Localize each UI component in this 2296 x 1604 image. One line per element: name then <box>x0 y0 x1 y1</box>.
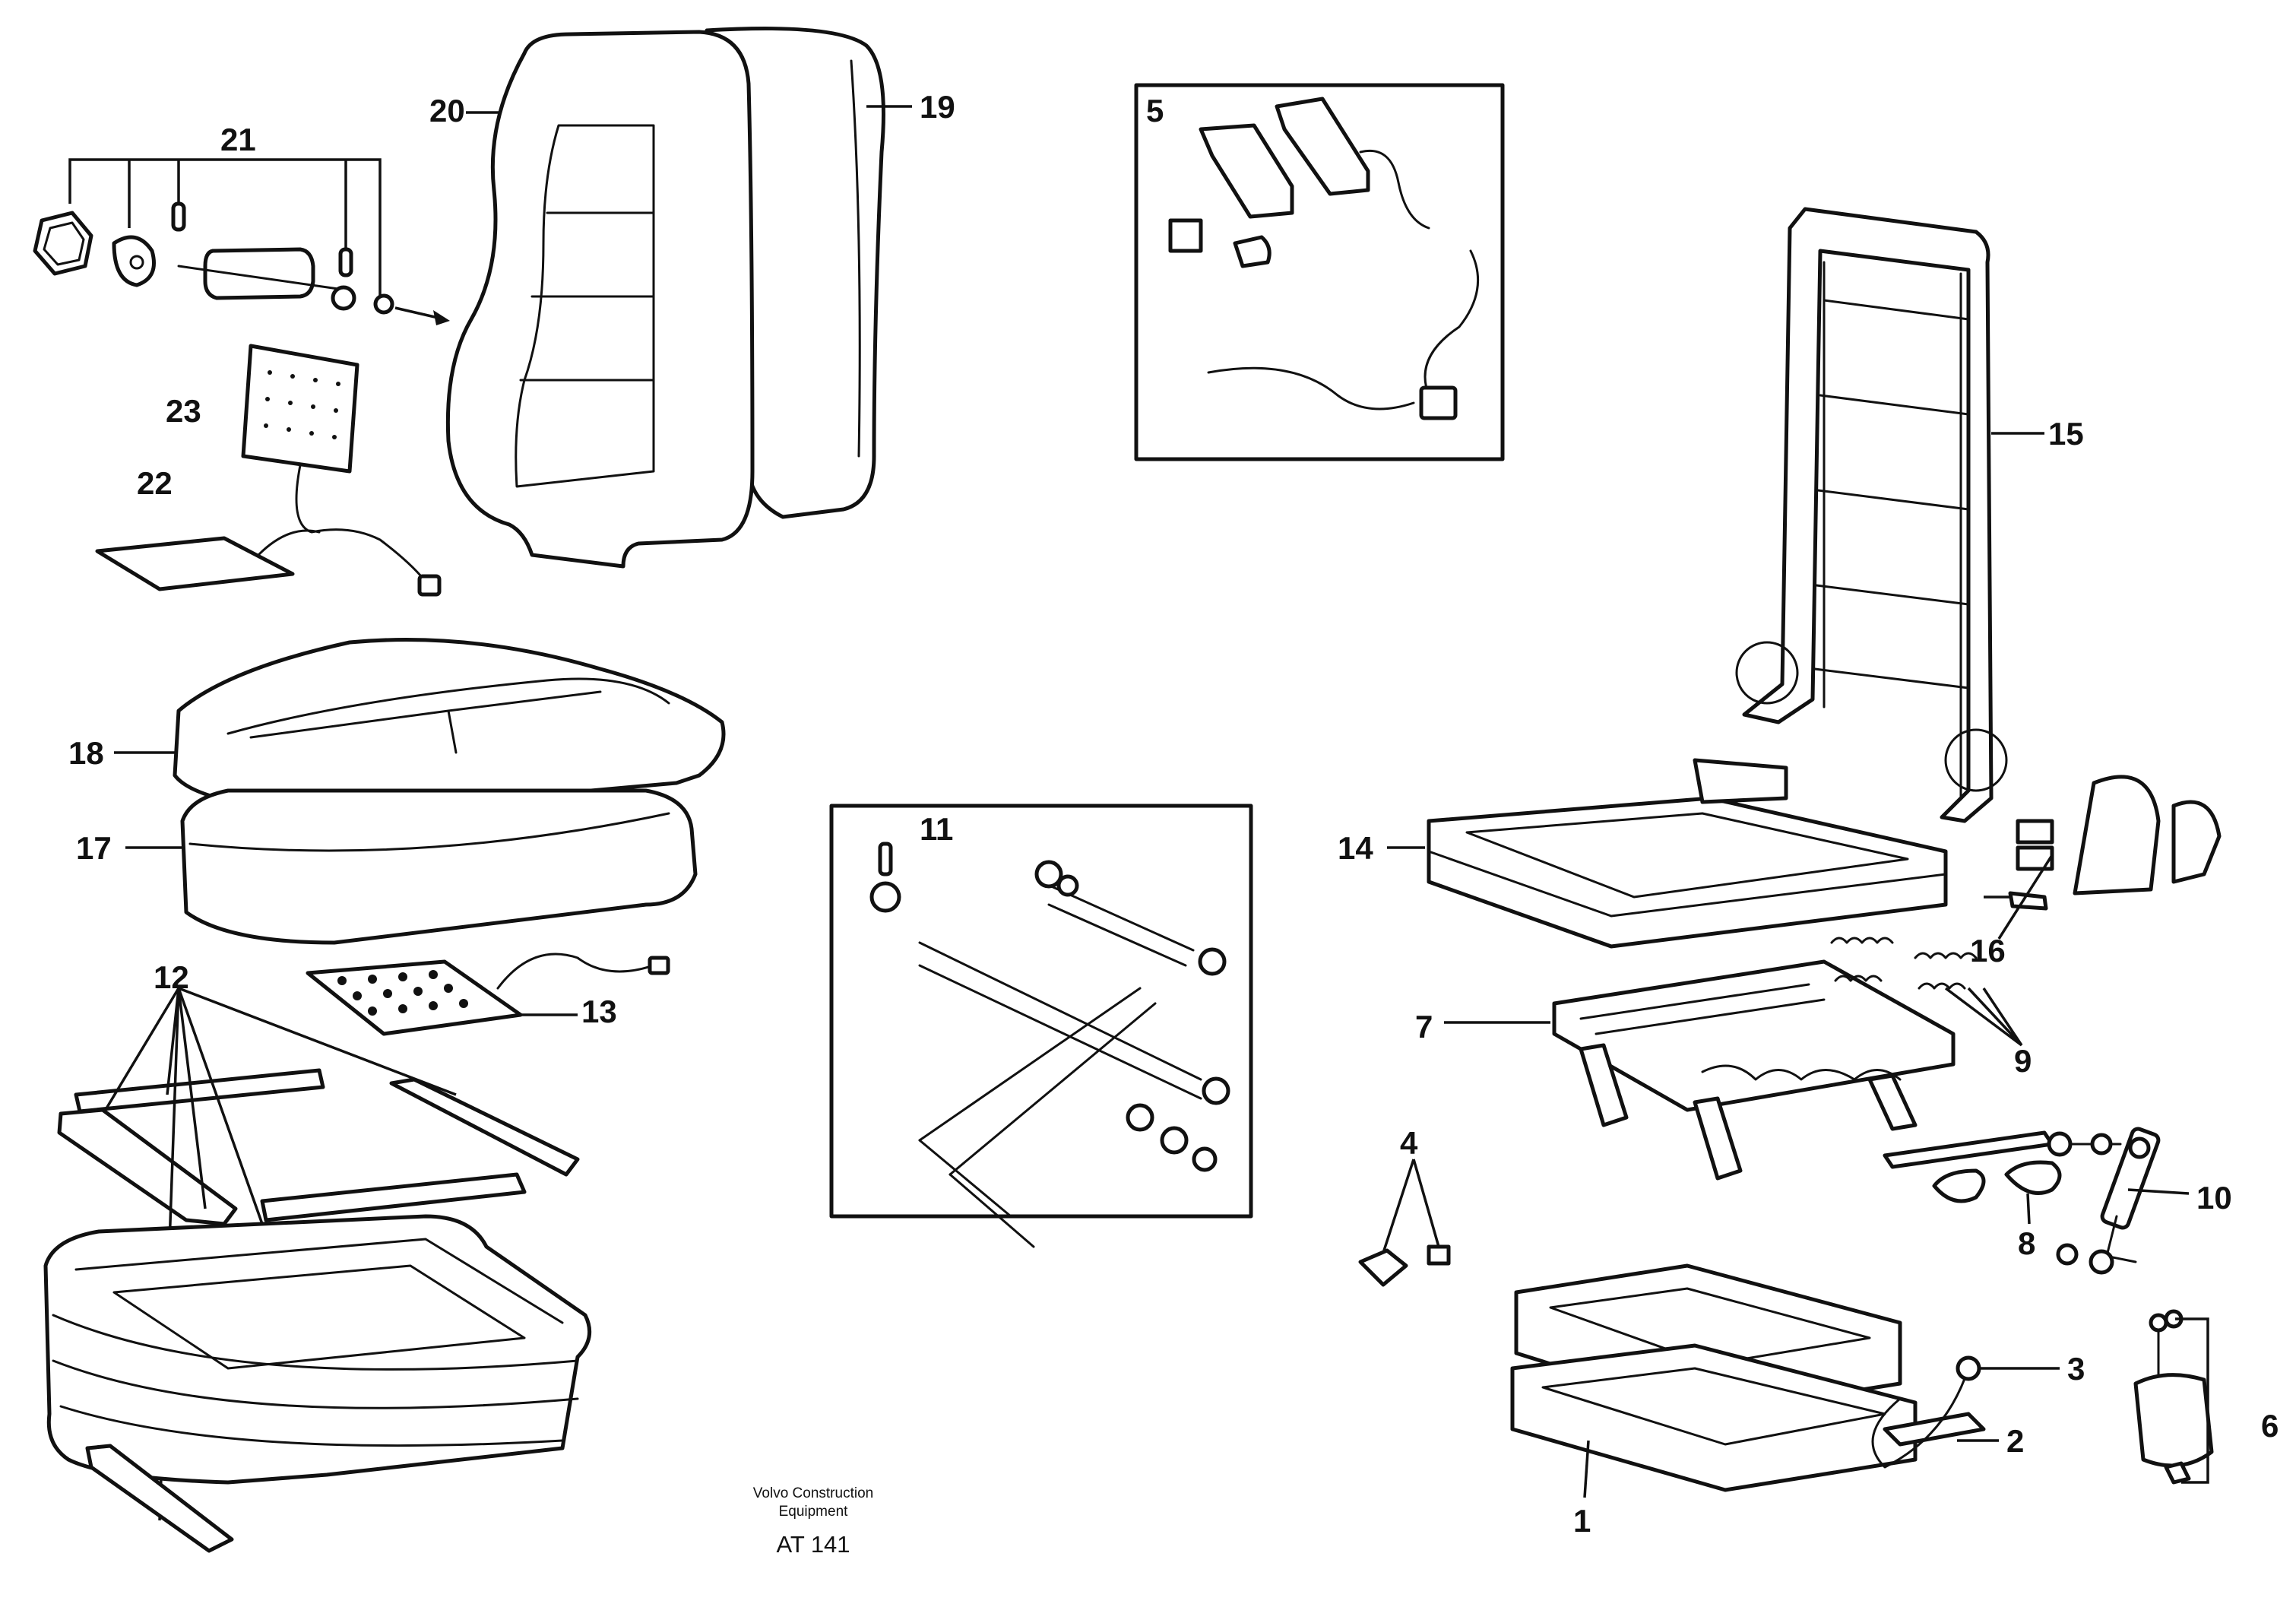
part-6-bumper <box>2133 1309 2214 1485</box>
callout-14: 14 <box>1338 830 1373 866</box>
part-17-seat-foam <box>180 788 698 945</box>
callout-13: 13 <box>581 994 617 1029</box>
callout-3: 3 <box>2067 1351 2085 1387</box>
callout-4: 4 <box>1400 1125 1418 1161</box>
callout-6: 6 <box>2261 1408 2279 1444</box>
callout-7: 7 <box>1415 1009 1433 1045</box>
part-7-suspension-scissor <box>1552 959 1956 1181</box>
part-12-rails-and-bellows <box>43 987 592 1553</box>
callout-22: 22 <box>137 465 173 501</box>
part-21-bushing-set <box>33 158 450 325</box>
callout-2: 2 <box>2006 1423 2024 1459</box>
company-name-line2: Equipment <box>779 1504 849 1520</box>
part-23-heating-pad <box>241 344 442 597</box>
part-16-hinge-covers <box>1984 775 2222 940</box>
callout-8: 8 <box>2018 1225 2035 1261</box>
part-10-shock-absorber <box>2047 1127 2190 1275</box>
part-9-springs <box>1830 937 2023 1047</box>
callout-10: 10 <box>2196 1180 2232 1216</box>
callout-12: 12 <box>154 959 189 995</box>
company-name-line1: Volvo Construction <box>753 1485 873 1501</box>
part-11-scissor-link-kit <box>829 804 1253 1248</box>
callout-21: 21 <box>220 122 256 157</box>
callout-18: 18 <box>68 735 104 771</box>
part-22-heating-mat <box>95 529 321 591</box>
callout-20: 20 <box>429 93 465 128</box>
part-3-release-cable <box>1871 1355 2060 1469</box>
part-13-sensor-pad <box>306 953 670 1036</box>
part-18-seat-cushion <box>173 638 726 816</box>
callout-23: 23 <box>166 393 201 429</box>
callout-labels: 20 19 21 23 22 18 17 13 12 5 11 15 14 16… <box>68 89 2279 1539</box>
callout-17: 17 <box>76 830 112 866</box>
part-1-slide-base <box>1510 1263 1918 1498</box>
part-14-seat-frame <box>1427 758 1948 949</box>
callout-5: 5 <box>1146 93 1164 128</box>
callout-19: 19 <box>920 89 955 125</box>
footer-caption: Volvo Construction Equipment AT 141 <box>753 1485 873 1558</box>
callout-11: 11 <box>920 811 953 847</box>
part-4-clips <box>1358 1159 1451 1287</box>
callout-1: 1 <box>1573 1503 1591 1539</box>
part-5-electrical-kit <box>1134 83 1505 461</box>
callout-9: 9 <box>2014 1043 2032 1079</box>
part-20-backrest-cushion <box>445 30 755 569</box>
illustration-code: AT 141 <box>776 1531 850 1558</box>
part-8-adjustment-handles <box>1883 1130 2062 1225</box>
part-15-backrest-frame <box>1735 207 2008 823</box>
callout-16: 16 <box>1970 933 2006 968</box>
callout-15: 15 <box>2048 416 2084 452</box>
callout-leaders <box>114 105 2044 1024</box>
